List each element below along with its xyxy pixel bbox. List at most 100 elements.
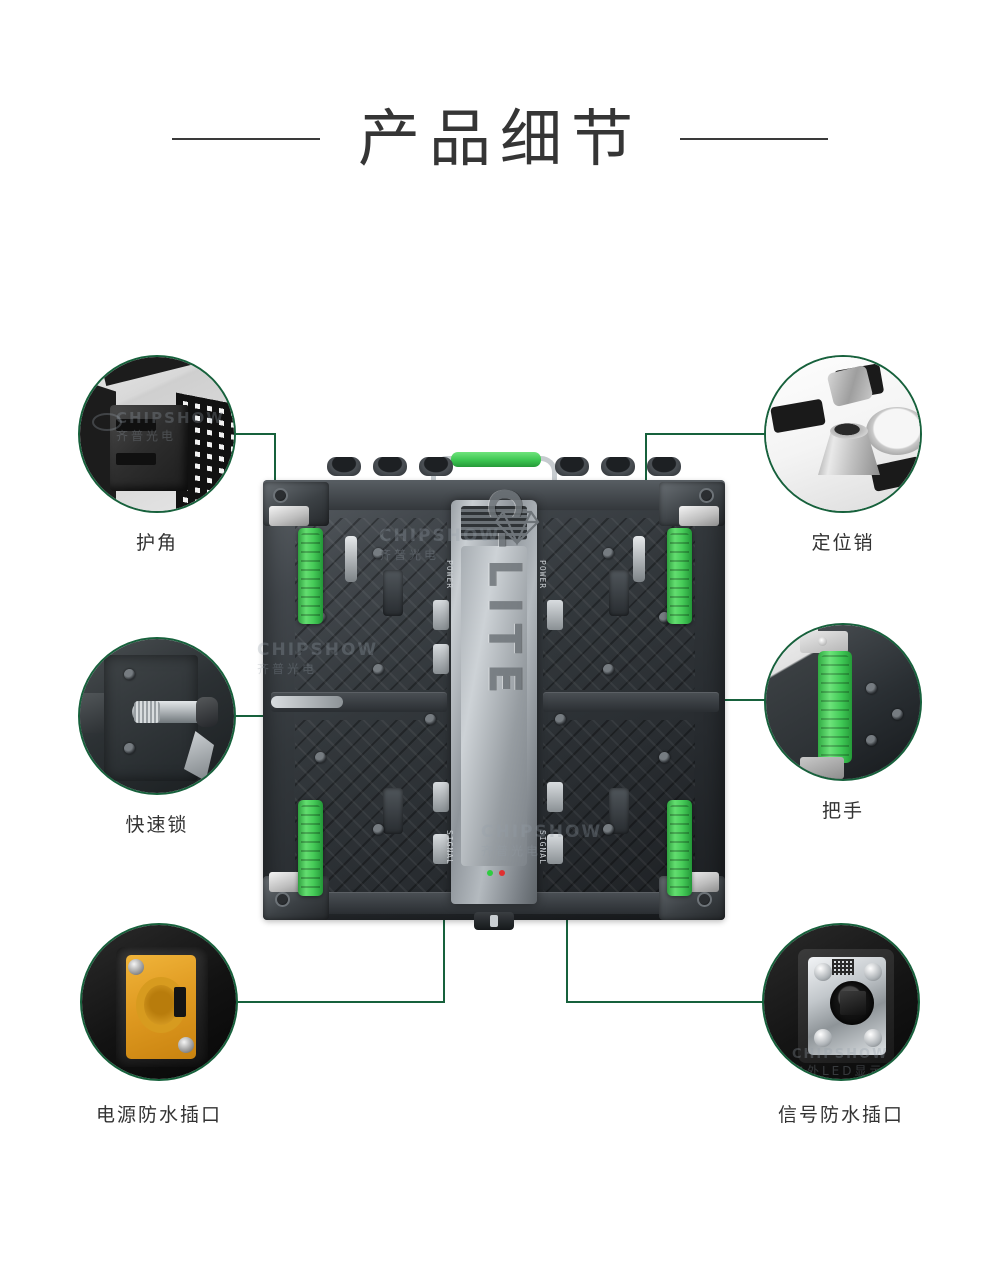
- handle-screw: [818, 637, 827, 646]
- pin-socket-ring: [866, 407, 920, 455]
- cabinet-screw: [373, 664, 384, 675]
- carry-handle-grip: [451, 452, 541, 467]
- spine-bottom-knob: [474, 912, 514, 930]
- power-socket-screw-top: [128, 959, 144, 975]
- leader-line-corner-protector: [236, 433, 276, 435]
- cabinet-mid-rib: [543, 692, 719, 712]
- title-rule-left: [171, 138, 320, 140]
- watermark-ring-icon: [92, 413, 122, 431]
- cabinet-lock-tab: [609, 570, 629, 616]
- cabinet-screw: [373, 548, 384, 559]
- c-lite-diamond-icon: [494, 510, 540, 546]
- quick-lock-cap: [196, 697, 218, 727]
- leader-line-corner-protector-v: [274, 433, 276, 501]
- port-label-power-right: POWER: [538, 560, 547, 590]
- cabinet-latch: [547, 782, 563, 812]
- callout-label-signal-socket: 信号防水插口: [777, 1104, 904, 1126]
- cabinet-screw: [315, 752, 326, 763]
- locating-pin-top-hole: [830, 423, 868, 439]
- cabinet-latch: [433, 782, 449, 812]
- callout-label-handle: 把手: [821, 800, 864, 822]
- corner-slot: [116, 453, 156, 465]
- product-image-led-cabinet: C-LITE POWER POWER SIGNAL SIGNAL CHIPSHO…: [255, 452, 733, 934]
- stacking-cup: [327, 457, 361, 476]
- side-handle-bottom-right: [667, 800, 692, 896]
- side-handle-top-right: [667, 528, 692, 624]
- cabinet-latch: [433, 834, 449, 864]
- handle-panel-screw: [866, 683, 877, 694]
- leader-line-locating-pin-v: [645, 433, 647, 485]
- callout-circle-power-socket[interactable]: [80, 923, 238, 1081]
- stacking-cup: [601, 457, 635, 476]
- cabinet-lock-tab: [383, 788, 403, 834]
- signal-socket-screw: [864, 1029, 882, 1047]
- locating-pin-photo: [766, 357, 920, 511]
- signal-socket-rj45: [840, 991, 866, 1015]
- cabinet-screw: [603, 664, 614, 675]
- corner-hole-bottom-right: [697, 892, 712, 907]
- callout-circle-handle[interactable]: [764, 623, 922, 781]
- callout-label-power-socket: 电源防水插口: [95, 1104, 222, 1126]
- corner-protector-block: [110, 405, 188, 491]
- cabinet-lock-tab: [609, 788, 629, 834]
- c-lite-brand-text: C-LITE: [478, 487, 530, 704]
- lock-screw: [124, 669, 135, 680]
- leader-line-signal-socket: [566, 1001, 764, 1003]
- handle-bottom-foot: [800, 757, 844, 779]
- side-handle-bottom-left: [298, 800, 323, 896]
- quick-lock-pin-mid: [271, 696, 343, 708]
- handle-panel-screw: [866, 735, 877, 746]
- callout-circle-quick-lock[interactable]: [78, 637, 236, 795]
- power-socket-keyway: [174, 987, 186, 1017]
- stacking-cup: [555, 457, 589, 476]
- quick-lock-pin-top: [345, 536, 357, 582]
- corner-dark-rail: [100, 357, 214, 386]
- cabinet-screw: [659, 612, 670, 623]
- quick-lock-pin-right: [633, 536, 645, 582]
- leader-line-handle: [690, 699, 766, 701]
- cabinet-screw: [603, 548, 614, 559]
- spine-face-plate: [461, 546, 527, 866]
- port-label-power-left: POWER: [445, 560, 454, 590]
- quick-lock-knurl: [134, 701, 160, 723]
- handle-photo: [766, 625, 920, 779]
- lock-screw: [124, 743, 135, 754]
- cabinet-latch: [547, 834, 563, 864]
- stacking-cup: [419, 457, 453, 476]
- cabinet-screw: [425, 714, 436, 725]
- cabinet-latch: [547, 600, 563, 630]
- signal-socket-screw: [814, 963, 832, 981]
- cabinet-screw: [555, 714, 566, 725]
- signal-socket-screw: [814, 1029, 832, 1047]
- corner-slot: [116, 419, 156, 431]
- stacking-cup: [647, 457, 681, 476]
- power-socket-photo: [82, 925, 236, 1079]
- cabinet-screw: [603, 824, 614, 835]
- page-title-block: 产品细节: [0, 108, 1000, 170]
- corner-steel-top-left: [269, 506, 309, 526]
- handle-panel-screw: [892, 709, 903, 720]
- callout-label-corner-protector: 护角: [135, 532, 178, 554]
- callout-label-quick-lock: 快速锁: [125, 814, 189, 836]
- cabinet-latch: [433, 600, 449, 630]
- cabinet-screw: [659, 752, 670, 763]
- status-led-green: [487, 870, 493, 876]
- cabinet-screw: [373, 824, 384, 835]
- status-led-red: [499, 870, 505, 876]
- port-label-signal-right: SIGNAL: [538, 830, 547, 865]
- title-rule-right: [680, 138, 828, 140]
- power-socket-screw-bottom: [178, 1037, 194, 1053]
- corner-steel-top-right: [679, 506, 719, 526]
- stacking-cup: [373, 457, 407, 476]
- port-label-signal-left: SIGNAL: [445, 830, 454, 865]
- cabinet-lock-tab: [383, 570, 403, 616]
- signal-socket-texture: [832, 959, 854, 975]
- leader-line-locating-pin: [645, 433, 766, 435]
- callout-label-locating-pin: 定位销: [811, 532, 875, 554]
- page-title: 产品细节: [357, 102, 642, 175]
- leader-line-power-socket: [238, 1001, 445, 1003]
- callout-circle-locating-pin[interactable]: [764, 355, 922, 513]
